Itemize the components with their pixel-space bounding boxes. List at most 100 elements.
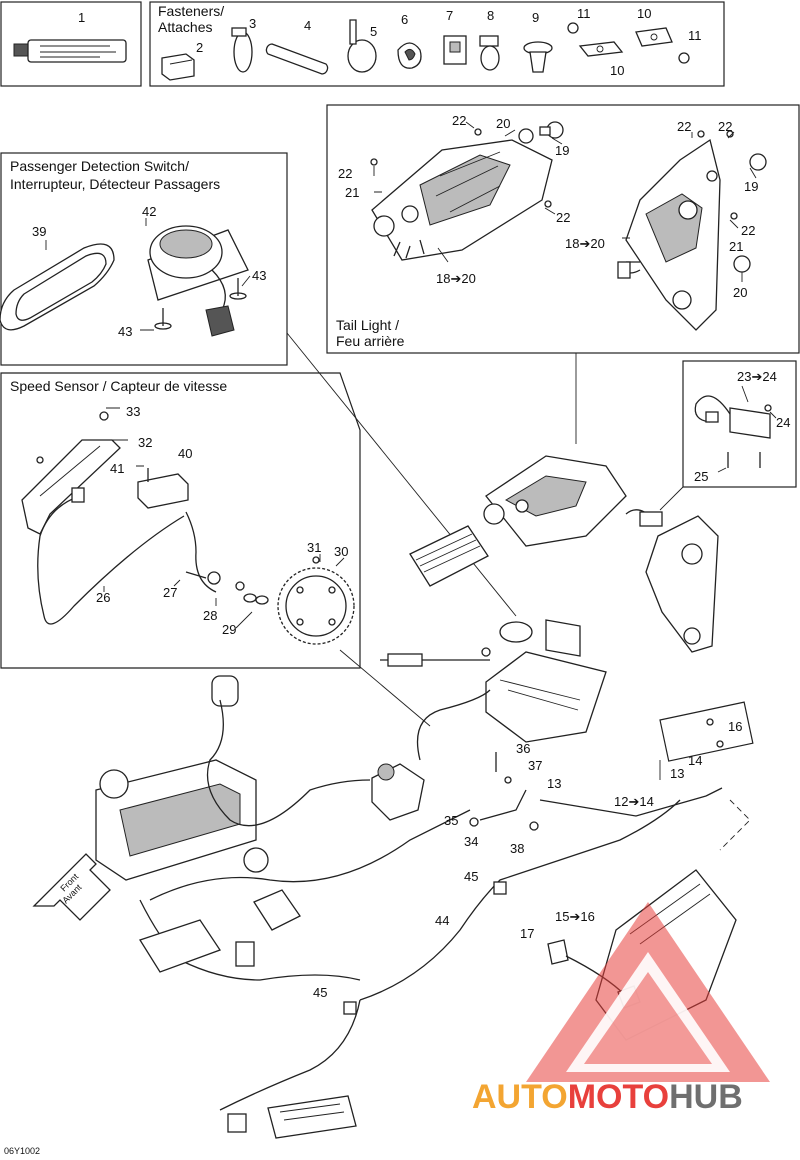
bracket-32-icon xyxy=(21,439,121,535)
nut-11-icon xyxy=(567,22,579,34)
watermark-logo: AUTOMOTOHUB xyxy=(472,902,770,1116)
callout-12-14: 12➔14 xyxy=(614,794,654,809)
front-arrow-icon: Front Avant xyxy=(32,853,111,921)
battery-leader xyxy=(719,799,751,851)
sleeve-4-icon xyxy=(265,43,329,75)
callout-3: 3 xyxy=(249,16,256,31)
callout-22a: 22 xyxy=(452,113,466,128)
callout-22e: 22 xyxy=(718,119,732,134)
clamp-8-icon xyxy=(479,35,500,71)
clip-40-icon xyxy=(137,473,189,509)
callout-13a: 13 xyxy=(670,766,684,781)
cable-tie-3-icon xyxy=(231,27,253,73)
leader-passenger xyxy=(286,332,517,617)
sensor-27-28-icon xyxy=(185,571,269,605)
callout-19a: 19 xyxy=(555,143,569,158)
callout-1: 1 xyxy=(78,10,85,25)
callout-22b: 22 xyxy=(338,166,352,181)
horn-module-icon xyxy=(485,619,607,743)
callout-36: 36 xyxy=(516,741,530,756)
drawing-code: 06Y1002 xyxy=(4,1146,40,1156)
callout-30: 30 xyxy=(334,544,348,559)
main-harness-wires xyxy=(139,699,723,1111)
passenger-title-fr: Interrupteur, Détecteur Passagers xyxy=(10,176,220,192)
switch-block-icon xyxy=(371,763,425,821)
fasteners-title: Fasteners/ xyxy=(158,3,224,19)
passenger-title-en: Passenger Detection Switch/ xyxy=(10,158,189,174)
clip-6-icon xyxy=(397,42,422,69)
fasteners-box: Fasteners/ Attaches 2 3 4 5 6 xyxy=(149,1,725,87)
speed-nut-10b-icon xyxy=(635,27,673,47)
bracket-7-icon xyxy=(443,35,467,65)
tail-light-right-assembly xyxy=(617,138,721,331)
right-tail-light-assembly xyxy=(625,509,719,653)
tail-light-box: 22 20 19 22 21 22 18➔20 22 22 19 18➔20 2… xyxy=(326,104,800,354)
callout-10a: 10 xyxy=(637,6,651,21)
screw-43-icon xyxy=(154,278,247,330)
gasket-39-icon xyxy=(0,243,115,331)
callout-21a: 21 xyxy=(345,185,359,200)
resistor-box: 23➔24 24 25 xyxy=(682,360,797,488)
ground-cable-icon xyxy=(469,752,539,831)
callout-8: 8 xyxy=(487,8,494,23)
callout-39: 39 xyxy=(32,224,46,239)
callout-14: 14 xyxy=(688,753,702,768)
callout-43a: 43 xyxy=(252,268,266,283)
callout-29: 29 xyxy=(222,622,236,637)
callout-27: 27 xyxy=(163,585,177,600)
watermark-text: AUTOMOTOHUB xyxy=(472,1078,743,1116)
callout-28: 28 xyxy=(203,608,217,623)
callout-9: 9 xyxy=(532,10,539,25)
callout-11a: 11 xyxy=(577,6,591,21)
leader-resistor xyxy=(659,486,684,511)
callout-35: 35 xyxy=(444,813,458,828)
callout-22c: 22 xyxy=(556,210,570,225)
callout-23-24: 23➔24 xyxy=(737,369,777,384)
connector-bottom-icon xyxy=(227,1095,357,1139)
callout-17: 17 xyxy=(520,926,534,941)
callout-44: 44 xyxy=(435,913,449,928)
passenger-detection-box: Passenger Detection Switch/ Interrupteur… xyxy=(0,152,288,366)
callout-4: 4 xyxy=(304,18,311,33)
tone-ring-30-icon xyxy=(277,567,355,645)
passenger-switch-42-icon xyxy=(147,225,249,337)
bulb-left-icon xyxy=(518,121,564,144)
grease-tube-icon xyxy=(13,39,127,63)
instrument-cluster-icon xyxy=(95,675,269,881)
tail-light-left-assembly xyxy=(371,139,553,261)
callout-22f: 22 xyxy=(741,223,755,238)
nut-11b-icon xyxy=(678,52,690,64)
callout-13b: 13 xyxy=(547,776,561,791)
callout-5: 5 xyxy=(370,24,377,39)
callout-26: 26 xyxy=(96,590,110,605)
callout-16: 16 xyxy=(728,719,742,734)
callout-20a: 20 xyxy=(496,116,510,131)
callout-11b: 11 xyxy=(688,28,702,43)
callout-18-20b: 18➔20 xyxy=(565,236,605,251)
callout-43b: 43 xyxy=(118,324,132,339)
callout-38: 38 xyxy=(510,841,524,856)
resistor-23-icon xyxy=(694,395,771,439)
callout-41: 41 xyxy=(110,461,124,476)
tail-light-title-fr: Feu arrière xyxy=(336,333,405,349)
callout-42: 42 xyxy=(142,204,156,219)
sensor-harness-icon xyxy=(380,647,491,761)
callout-6: 6 xyxy=(401,12,408,27)
clip-2-icon xyxy=(161,53,195,81)
callout-10b: 10 xyxy=(610,63,624,78)
main-tail-light-assembly xyxy=(483,455,627,547)
control-module-icon xyxy=(409,525,489,587)
callout-33: 33 xyxy=(126,404,140,419)
callout-34: 34 xyxy=(464,834,478,849)
callout-19b: 19 xyxy=(744,179,758,194)
clamp-5-icon xyxy=(347,19,377,73)
callout-18-20a: 18➔20 xyxy=(436,271,476,286)
push-rivet-9-icon xyxy=(523,41,553,73)
relay-housing-icon xyxy=(139,889,301,973)
callout-22d: 22 xyxy=(677,119,691,134)
tail-light-title-en: Tail Light / xyxy=(336,317,399,333)
callout-25: 25 xyxy=(694,469,708,484)
callout-21b: 21 xyxy=(729,239,743,254)
callout-32: 32 xyxy=(138,435,152,450)
